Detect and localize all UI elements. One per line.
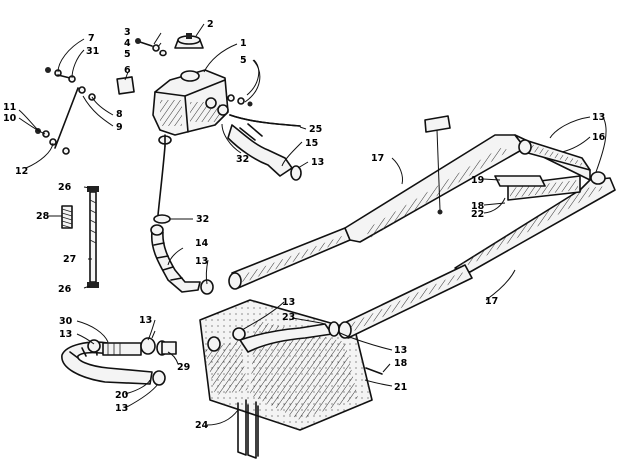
callout-21: 21	[394, 382, 407, 393]
callout-18: 18	[394, 358, 408, 369]
spring	[61, 205, 73, 229]
callout-27: 27	[63, 254, 76, 265]
callout-9: 9	[116, 122, 123, 133]
callout-5: 5	[124, 49, 131, 60]
callout-19: 19	[471, 175, 484, 186]
callout-32: 32	[196, 214, 209, 225]
mount-screw-lower	[365, 367, 383, 375]
callout-32: 32	[236, 154, 249, 165]
filler-cap	[174, 33, 204, 49]
callout-30: 30	[59, 316, 73, 327]
callout-23: 23	[282, 312, 295, 323]
hose-coupling	[140, 337, 177, 356]
reservoir-drain-line	[157, 145, 166, 216]
reservoir-outlet-hose	[227, 123, 302, 181]
callout-17: 17	[485, 296, 498, 307]
callout-17: 17	[371, 153, 384, 164]
tank-right-washers	[227, 94, 253, 107]
callout-22: 22	[471, 209, 484, 220]
callout-1: 1	[240, 38, 247, 49]
tunnel-connector-hose	[518, 139, 606, 185]
callout-20: 20	[115, 390, 129, 401]
callout-8: 8	[116, 109, 123, 120]
callout-13: 13	[394, 345, 407, 356]
callout-13: 13	[282, 297, 295, 308]
lower-return-hose	[150, 224, 214, 295]
callout-29: 29	[177, 362, 190, 373]
mount-bracket-set	[237, 399, 259, 459]
callout-16: 16	[592, 132, 606, 143]
coolant-reservoir-tank	[152, 69, 229, 147]
lower-coolant-hose	[61, 339, 166, 386]
callout-10: 10	[3, 113, 17, 124]
top-decal	[424, 115, 451, 215]
hose-clamp-32-lower	[153, 214, 171, 224]
callout-14: 14	[195, 238, 209, 249]
mount-bracket-hardware	[35, 67, 96, 155]
callout-18: 18	[471, 201, 485, 212]
plate-fitting	[207, 336, 221, 352]
callout-13: 13	[115, 403, 128, 414]
callout-13: 13	[59, 329, 72, 340]
callout-13: 13	[195, 256, 208, 267]
callout-25: 25	[309, 124, 322, 135]
warning-decal	[116, 76, 135, 95]
callout-5: 5	[240, 55, 247, 66]
callout-15: 15	[305, 138, 318, 149]
exchanger-inlet-hose	[232, 321, 340, 353]
callout-24: 24	[195, 420, 209, 431]
callout-26: 26	[58, 182, 72, 193]
callout-3: 3	[124, 27, 131, 38]
callout-6: 6	[124, 65, 131, 76]
callout-31: 31	[86, 46, 99, 57]
callout-2: 2	[207, 19, 214, 30]
callout-7: 7	[88, 33, 95, 44]
callout-13: 13	[311, 157, 324, 168]
threaded-rod	[87, 186, 99, 288]
callout-13: 13	[139, 315, 152, 326]
callout-12: 12	[15, 166, 28, 177]
callout-26: 26	[58, 284, 72, 295]
callout-28: 28	[36, 211, 50, 222]
tank-mount-screw	[135, 38, 167, 57]
leader-lines	[18, 23, 607, 426]
callout-labels: 1 2 3 4 5 5 6 7 31 8 9 11 10 12 25 15 13…	[3, 19, 606, 431]
callout-13: 13	[592, 112, 605, 123]
callout-4: 4	[124, 38, 131, 49]
tunnel-bracket	[494, 175, 546, 187]
callout-11: 11	[3, 102, 16, 113]
